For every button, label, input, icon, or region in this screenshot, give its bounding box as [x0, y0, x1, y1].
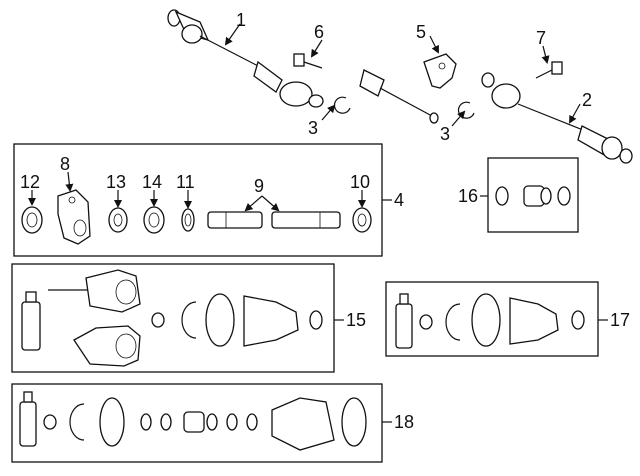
box-18: [11, 383, 383, 463]
bolt-6[interactable]: [293, 53, 323, 69]
boot-kit-18[interactable]: [19, 391, 367, 451]
bearing-14[interactable]: [143, 206, 165, 234]
callout-11: 11: [176, 172, 195, 192]
callout-18: 18: [394, 412, 414, 432]
callout-15: 15: [346, 310, 366, 330]
callout-7: 7: [536, 28, 546, 48]
intermediate-shaft[interactable]: [359, 69, 439, 124]
callout-4: 4: [394, 190, 404, 210]
support-bracket[interactable]: [423, 53, 457, 89]
box-15: [11, 263, 335, 373]
kit-16-parts[interactable]: [495, 185, 571, 207]
cv-joint-15-upper[interactable]: [48, 269, 141, 313]
shaft-9[interactable]: [207, 211, 341, 229]
boot-kit-15[interactable]: [151, 293, 323, 347]
grease-tube-15[interactable]: [21, 291, 41, 351]
boot-kit-17[interactable]: [395, 293, 585, 349]
callout-8: 8: [60, 154, 70, 174]
callout-5: 5: [416, 22, 426, 42]
seal-12[interactable]: [21, 206, 43, 234]
washer-11[interactable]: [181, 208, 195, 232]
axle-shaft-right[interactable]: [481, 72, 633, 164]
cv-joint-15-lower[interactable]: [73, 325, 141, 367]
bearing-housing-8[interactable]: [57, 189, 91, 245]
bolt-7[interactable]: [535, 61, 563, 79]
callout-16: 16: [458, 186, 478, 206]
bearing-13[interactable]: [108, 207, 128, 233]
callout-9: 9: [254, 176, 264, 196]
seal-10[interactable]: [352, 207, 372, 233]
box-17: [385, 281, 599, 357]
callout-6: 6: [314, 22, 324, 42]
snap-ring-left[interactable]: [333, 96, 351, 114]
callout-17: 17: [610, 310, 630, 330]
callout-1: 1: [236, 10, 246, 30]
callout-10: 10: [350, 172, 370, 192]
box-16: [487, 157, 579, 233]
callout-13: 13: [106, 172, 126, 192]
callout-14: 14: [142, 172, 162, 192]
callout-2: 2: [582, 90, 592, 110]
callout-3b: 3: [440, 124, 450, 144]
callout-12: 12: [20, 172, 40, 192]
callout-3a: 3: [308, 118, 318, 138]
axle-shaft-left[interactable]: [167, 9, 324, 108]
